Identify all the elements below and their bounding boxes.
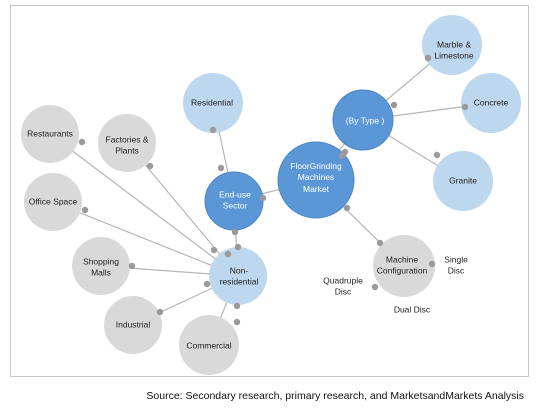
connector-dot-6 [217, 164, 225, 172]
marble-limestone-node [422, 15, 482, 75]
residential-node [183, 73, 243, 133]
shopping-malls-label: Shopping Malls [83, 256, 119, 278]
commercial-node [179, 315, 239, 375]
connector-dot-7 [231, 228, 239, 236]
connector-dots [78, 54, 469, 326]
root-node-label: FloorGrinding Machines Market [290, 160, 342, 194]
machine-configuration-node-label: Machine Configuration [376, 254, 428, 276]
end-use-sector-node-label: End-use Sector [219, 189, 251, 211]
connector-dot-3 [343, 204, 351, 212]
connector-dot-1 [338, 152, 346, 160]
quadruple-disc-label: Quadruple Disc [323, 275, 363, 297]
connector-dot-2 [259, 194, 267, 202]
connector-dot-8 [234, 243, 242, 251]
connector-dot-16 [146, 162, 154, 170]
connector-dot-15 [78, 138, 86, 146]
connector-dot-9 [390, 101, 398, 109]
connector-dot-5 [209, 126, 217, 134]
factories-plants-node [98, 114, 156, 172]
non-residential-node-label: Non- residential [219, 265, 259, 287]
factories-plants-label: Factories & Plants [105, 134, 149, 156]
connector-dot-23 [224, 250, 232, 258]
source-caption: Source: Secondary research, primary rese… [146, 390, 524, 402]
root-node [277, 141, 355, 219]
dual-disc-label: Dual Disc [393, 304, 431, 315]
non-residential-node [209, 247, 267, 305]
concrete-label: Concrete [473, 97, 509, 108]
restaurants-node [21, 105, 79, 163]
connector-dot-11 [461, 103, 469, 111]
office-space-node [24, 173, 82, 231]
connector-line-nonres-10 [52, 201, 239, 277]
office-space-label: Office Space [28, 196, 78, 207]
connector-dot-13 [428, 260, 436, 268]
granite-label: Granite [449, 175, 477, 186]
connector-dot-20 [233, 302, 241, 310]
connector-lines [49, 44, 492, 346]
concrete-node [461, 73, 521, 133]
connector-dot-4 [376, 239, 384, 247]
restaurants-label: Restaurants [27, 128, 73, 139]
connector-line-nonres-8 [49, 133, 239, 277]
connector-dot-18 [128, 262, 136, 270]
connector-dot-21 [233, 318, 241, 326]
connector-dot-22 [203, 280, 211, 288]
connector-dot-19 [156, 308, 164, 316]
connector-dot-17 [81, 206, 89, 214]
residential-label: Residential [190, 97, 234, 108]
connector-dot-10 [424, 54, 432, 62]
industrial-label: Industrial [115, 319, 151, 330]
industrial-node [104, 296, 162, 354]
machine-configuration-node [373, 235, 435, 297]
commercial-label: Commercial [186, 340, 232, 351]
diagram-nodes [21, 15, 521, 375]
granite-node [433, 151, 493, 211]
marble-limestone-label: Marble & Limestone [434, 39, 474, 61]
connector-dot-12 [433, 151, 441, 159]
by-type-node [332, 89, 394, 151]
by-type-node-label: (By Type ) [345, 115, 385, 126]
connector-dot-24 [210, 246, 218, 254]
connector-dot-14 [371, 283, 379, 291]
single-disc-label: Single Disc [444, 254, 468, 276]
shopping-malls-node [72, 237, 130, 295]
